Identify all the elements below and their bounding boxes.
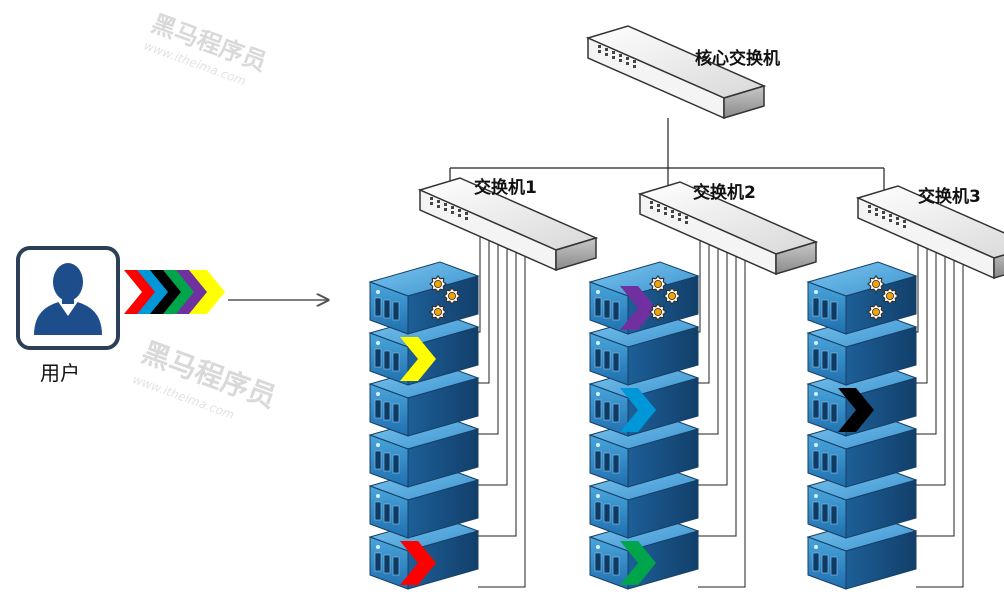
- cable: [478, 242, 517, 537]
- cable: [698, 250, 746, 588]
- cable: [916, 250, 955, 537]
- cable: [698, 238, 719, 435]
- cable: [478, 234, 499, 435]
- switch-1-label: 交换机1: [474, 177, 537, 198]
- core-switch: [585, 25, 767, 120]
- gear-icon: [429, 303, 447, 321]
- switch-3-box: [855, 185, 1004, 280]
- server-3-1: [806, 261, 918, 335]
- user: 用户: [16, 246, 120, 385]
- request-on-server: [620, 286, 656, 330]
- gear-icon: [867, 303, 885, 321]
- cable: [478, 246, 526, 588]
- cable: [698, 242, 728, 486]
- user-label: 用户: [40, 361, 80, 385]
- request-on-server: [400, 337, 436, 381]
- request-on-server: [620, 388, 656, 432]
- gear-icon: [649, 275, 667, 293]
- switch-2-box: [637, 181, 819, 276]
- switch-1-box: [417, 177, 599, 272]
- cable: [698, 230, 701, 333]
- user-avatar-icon: [34, 263, 102, 335]
- watermark-middle: 黑马程序员 www.itheima.com: [131, 336, 281, 423]
- cable: [478, 238, 508, 486]
- request-chevrons: [124, 270, 225, 314]
- gear-icon: [429, 275, 447, 293]
- core-switch-label: 核心交换机: [695, 48, 780, 69]
- cable: [916, 254, 964, 588]
- gear-icon: [867, 275, 885, 293]
- request-on-server: [620, 541, 656, 585]
- request-chevron: [189, 270, 225, 314]
- server-1-1: [368, 261, 480, 335]
- cable: [478, 230, 490, 384]
- gear-icon: [443, 287, 461, 305]
- cable: [916, 242, 937, 435]
- watermark: 黑马程序员 www.itheima.com 黑马程序员 www.itheima.…: [131, 9, 281, 423]
- switch-3-label: 交换机3: [918, 186, 981, 207]
- server-racks: [368, 226, 964, 590]
- cable: [916, 246, 946, 486]
- request-on-server: [400, 541, 436, 585]
- cable: [478, 226, 481, 333]
- core-switch-box: [585, 25, 767, 120]
- gear-icon: [663, 287, 681, 305]
- gear-icon: [881, 287, 899, 305]
- cable: [916, 234, 919, 333]
- server-tasks: [400, 275, 899, 585]
- cable: [698, 246, 737, 537]
- cable: [916, 238, 928, 384]
- cable: [698, 234, 710, 384]
- access-switches: [417, 177, 1004, 280]
- watermark-top: 黑马程序员 www.itheima.com: [142, 9, 270, 88]
- server-cables: [478, 226, 964, 588]
- switch-2-label: 交换机2: [693, 182, 756, 203]
- gear-icon: [649, 303, 667, 321]
- request-on-server: [838, 388, 874, 432]
